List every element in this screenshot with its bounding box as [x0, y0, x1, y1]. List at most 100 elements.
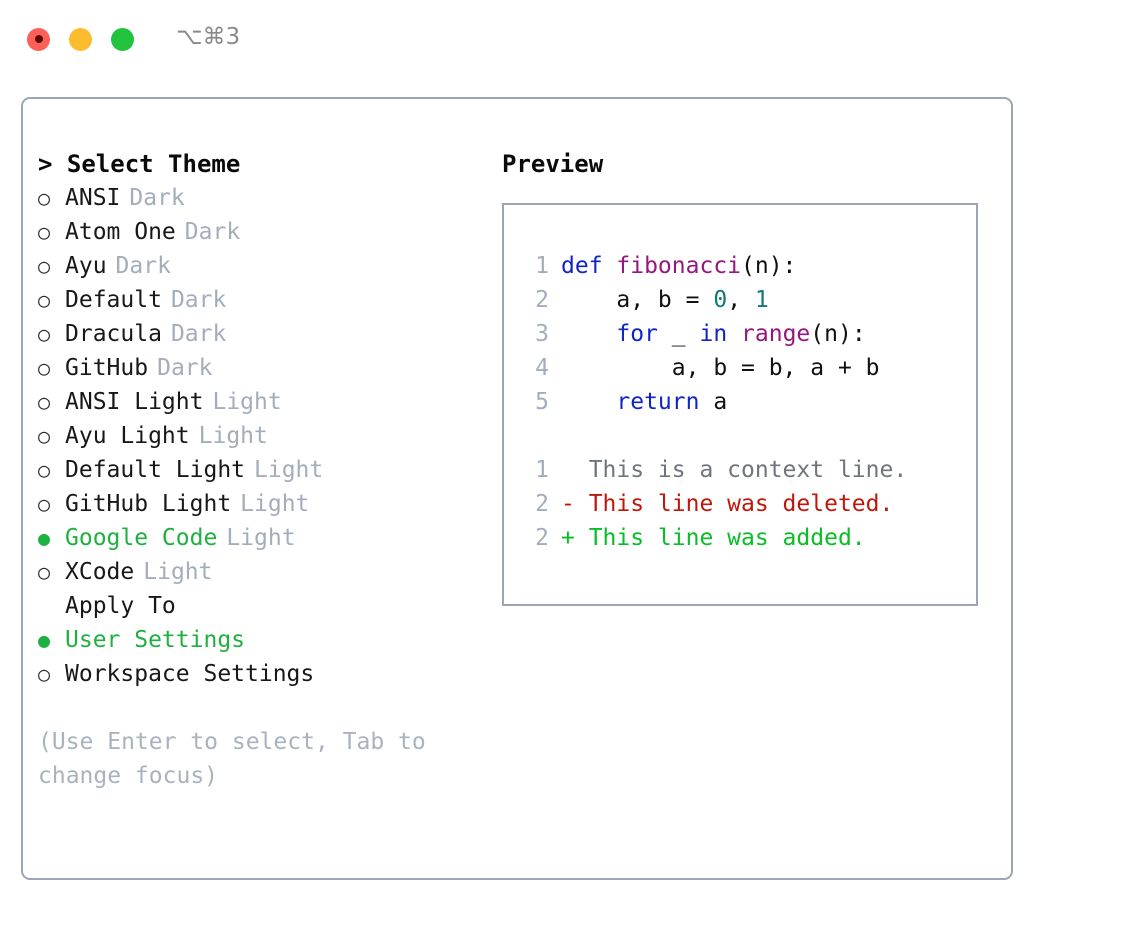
- radio-unselected-icon: ○: [38, 458, 51, 482]
- close-window-button[interactable]: [27, 27, 50, 51]
- code-line: 2 a, b = 0, 1: [521, 283, 976, 317]
- theme-variant-badge: Dark: [170, 287, 227, 313]
- diff-line-number: 1: [535, 457, 549, 483]
- diff-line-number: 2: [535, 525, 549, 551]
- radio-unselected-icon: ○: [38, 662, 51, 686]
- theme-variant-badge: Light: [143, 559, 213, 585]
- theme-option-label: ANSI Light: [65, 389, 204, 415]
- theme-option[interactable]: ○ GitHub Light Light: [38, 487, 468, 521]
- radio-unselected-icon: ○: [38, 356, 51, 380]
- code-token-pl: a, b = b, a + b: [561, 355, 880, 381]
- theme-variant-badge: Dark: [129, 185, 185, 211]
- theme-option[interactable]: ○ ANSI Dark: [38, 181, 468, 215]
- radio-unselected-icon: ○: [38, 390, 51, 414]
- keyboard-hint-text: (Use Enter to select, Tab to change focu…: [38, 729, 426, 789]
- code-token-fn: fibonacci: [616, 253, 742, 279]
- code-line-number: 2: [535, 287, 549, 313]
- theme-option-label: Ayu Light: [65, 423, 190, 449]
- theme-option-label: Google Code: [65, 525, 218, 551]
- theme-variant-badge: Light: [198, 423, 268, 449]
- code-line-number: 5: [535, 389, 549, 415]
- diff-line-add: 2 + This line was added.: [521, 521, 976, 555]
- radio-unselected-icon: ○: [38, 560, 51, 584]
- theme-option[interactable]: ● Google Code Light: [38, 521, 468, 555]
- radio-unselected-icon: ○: [38, 288, 51, 312]
- apply-to-heading: Apply To: [65, 593, 176, 619]
- code-line-text: a, b = 0, 1: [561, 283, 769, 317]
- code-token-pl: ,: [727, 287, 755, 313]
- apply-to-option[interactable]: ○ Workspace Settings: [38, 657, 468, 691]
- code-token-pl: (n):: [810, 321, 866, 347]
- code-line-text: for _ in range(n):: [561, 317, 866, 351]
- radio-unselected-icon: ○: [38, 492, 51, 516]
- theme-option[interactable]: ○ Ayu Light Light: [38, 419, 468, 453]
- code-token-pl: a: [699, 389, 728, 415]
- recording-dot-icon: [34, 35, 43, 43]
- keyboard-shortcut-label: ⌥⌘3: [176, 24, 241, 50]
- radio-unselected-icon: ○: [38, 424, 51, 448]
- apply-to-option[interactable]: ●User Settings: [38, 623, 468, 657]
- theme-variant-badge: Light: [226, 525, 296, 551]
- radio-unselected-icon: ○: [38, 254, 51, 278]
- window-titlebar: ⌥⌘3: [0, 0, 1140, 78]
- theme-variant-badge: Dark: [170, 321, 227, 347]
- diff-line-del: 2- This line was deleted.: [521, 487, 976, 521]
- theme-variant-badge: Light: [240, 491, 310, 517]
- code-token-pl: [727, 321, 741, 347]
- code-token-kw: in: [699, 321, 728, 347]
- diff-line-text: - This line was deleted.: [561, 491, 894, 517]
- code-token-pl: a, b =: [561, 287, 714, 313]
- maximize-window-button[interactable]: [111, 27, 134, 51]
- code-line-number: 3: [535, 321, 549, 347]
- theme-option-label: Default Light: [65, 457, 246, 483]
- theme-variant-badge: Dark: [115, 253, 171, 279]
- radio-selected-icon: ●: [38, 526, 51, 550]
- theme-option-label: GitHub Light: [65, 491, 232, 517]
- preview-heading: Preview: [502, 150, 604, 178]
- code-line: 5 return a: [521, 385, 976, 419]
- select-theme-heading: > Select Theme: [38, 150, 241, 178]
- code-token-pl: [561, 321, 616, 347]
- traffic-light-group: [27, 27, 134, 51]
- diff-line-ctx: 1 This is a context line.: [521, 453, 976, 487]
- minimize-window-button[interactable]: [69, 27, 92, 51]
- theme-option[interactable]: ○ GitHub Dark: [38, 351, 468, 385]
- code-token-kw: return: [616, 389, 700, 415]
- radio-unselected-icon: ○: [38, 322, 51, 346]
- code-line-text: a, b = b, a + b: [561, 351, 880, 385]
- code-token-num: 0: [713, 287, 728, 313]
- code-line-text: return a: [561, 385, 727, 419]
- theme-option-label: Default: [65, 287, 162, 313]
- radio-unselected-icon: ○: [38, 186, 51, 210]
- theme-variant-badge: Dark: [157, 355, 213, 381]
- code-token-num: 1: [754, 287, 769, 313]
- theme-option-label: Ayu: [65, 253, 107, 279]
- code-line-number: 1: [535, 253, 549, 279]
- theme-option-label: GitHub: [65, 355, 149, 381]
- theme-option-label: ANSI: [65, 185, 121, 211]
- radio-unselected-icon: ○: [38, 220, 51, 244]
- theme-option[interactable]: ○ Default Dark: [38, 283, 468, 317]
- diff-line-text: + This line was added.: [561, 525, 866, 551]
- apply-to-list: ●User Settings ○ Workspace Settings: [38, 623, 468, 691]
- code-line: 3 for _ in range(n):: [521, 317, 976, 351]
- theme-option-label: Atom One: [65, 219, 176, 245]
- apply-to-option-label: Workspace Settings: [65, 661, 315, 687]
- code-token-pl: (n):: [741, 253, 797, 279]
- radio-selected-icon: ●: [38, 628, 51, 652]
- diff-line-text: This is a context line.: [561, 457, 908, 483]
- theme-option[interactable]: ○ Ayu Dark: [38, 249, 468, 283]
